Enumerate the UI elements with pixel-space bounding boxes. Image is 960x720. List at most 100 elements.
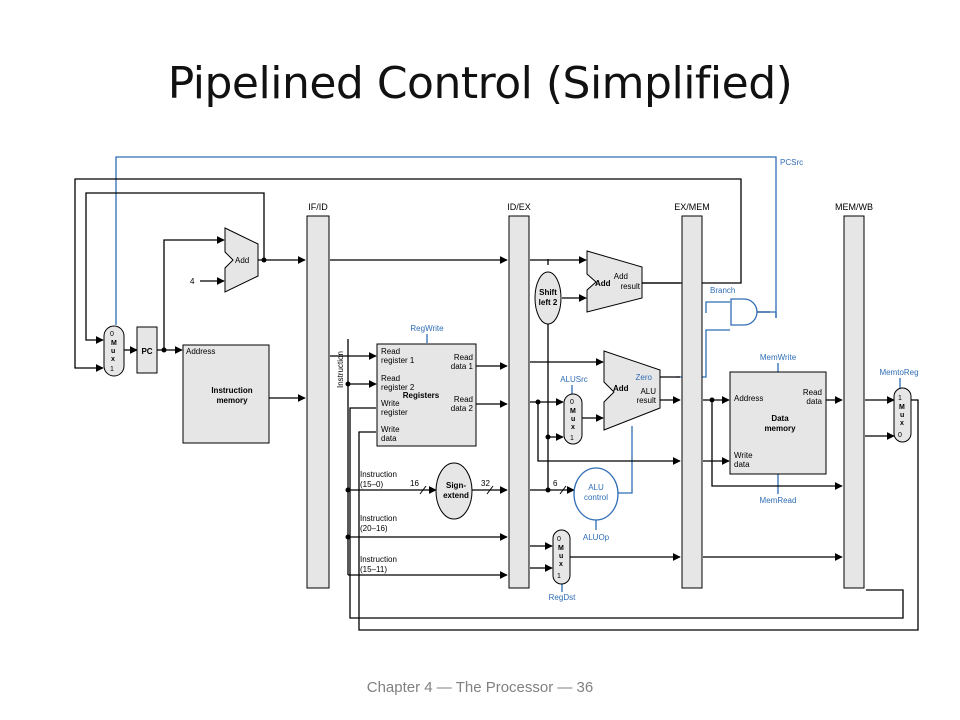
svg-text:data 2: data 2 [451, 404, 474, 413]
svg-text:M: M [558, 545, 564, 552]
svg-text:1: 1 [557, 573, 561, 580]
ifid-label: IF/ID [308, 202, 328, 212]
pipeline-registers: IF/ID ID/EX EX/MEM MEM/WB [306, 202, 873, 589]
svg-text:data: data [806, 397, 822, 406]
aluop-label: ALUOp [583, 533, 610, 542]
data-memory: Address Read data Data memory Write data [729, 371, 827, 475]
pcsrc-label: PCSrc [780, 158, 803, 167]
wire-adder-loop [85, 192, 265, 344]
memtoreg-label: MemtoReg [879, 368, 918, 377]
svg-text:data 1: data 1 [451, 362, 474, 371]
alu-control: ALU control [573, 467, 619, 521]
wire-junctions [161, 257, 715, 540]
ifid-register [306, 215, 330, 589]
svg-text:(20–16): (20–16) [360, 524, 388, 533]
svg-text:Write: Write [381, 399, 400, 408]
svg-text:u: u [900, 412, 904, 419]
svg-text:u: u [111, 348, 115, 355]
svg-text:Write: Write [381, 425, 400, 434]
svg-text:Read: Read [454, 395, 473, 404]
svg-text:Read: Read [381, 347, 400, 356]
svg-text:register 1: register 1 [381, 356, 415, 365]
slide-title: Pipelined Control (Simplified) [167, 58, 793, 109]
svg-text:Read: Read [381, 374, 400, 383]
wire-branch-target-loop [74, 178, 742, 372]
svg-text:left 2: left 2 [539, 298, 558, 307]
svg-text:M: M [111, 340, 117, 347]
svg-text:data: data [734, 460, 750, 469]
svg-text:Sign-: Sign- [446, 481, 466, 490]
bus-width-6: 6 [553, 479, 558, 488]
svg-text:(15–11): (15–11) [360, 565, 387, 574]
branch-and-gate [730, 298, 777, 326]
svg-text:memory: memory [764, 424, 796, 433]
pcsrc-wire [115, 156, 777, 325]
regwrite-label: RegWrite [410, 324, 444, 333]
svg-text:Instruction: Instruction [211, 386, 252, 395]
svg-text:1: 1 [898, 395, 902, 402]
svg-text:Read: Read [454, 353, 473, 362]
shift-left-2: Shift left 2 [534, 271, 562, 325]
svg-text:Add: Add [613, 384, 629, 393]
pc-mux: 0 M u x 1 [103, 325, 125, 377]
wire-rd2-to-exmem [537, 402, 681, 465]
instruction-memory: Address Instruction memory [182, 344, 270, 444]
svg-text:0: 0 [557, 536, 561, 543]
memtoreg-mux: 1 M u x 0 [893, 387, 912, 443]
alusrc-label: ALUSrc [560, 375, 588, 384]
slide-footer: Chapter 4 — The Processor — 36 [366, 679, 594, 696]
pc-adder: Add [224, 227, 259, 293]
svg-text:register: register [381, 408, 408, 417]
datapath-wires [74, 178, 919, 631]
idex-register [508, 215, 530, 589]
svg-text:Instruction: Instruction [360, 514, 397, 523]
svg-text:result: result [620, 282, 640, 291]
svg-text:x: x [571, 424, 575, 431]
wire-exmem-addr-bypass [711, 400, 843, 490]
svg-text:Address: Address [186, 347, 215, 356]
svg-text:0: 0 [110, 331, 114, 338]
alusrc-mux: 0 M u x 1 [563, 393, 583, 445]
memwb-register [843, 215, 865, 589]
svg-text:1: 1 [570, 435, 574, 442]
svg-text:ALU: ALU [640, 387, 656, 396]
bus-slash-16 [419, 485, 427, 495]
memwrite-label: MemWrite [760, 353, 797, 362]
wire-wb-writedata [358, 399, 919, 631]
wire-pc-to-adder [163, 236, 225, 350]
svg-text:PC: PC [141, 347, 152, 356]
svg-text:x: x [900, 420, 904, 427]
svg-text:extend: extend [443, 491, 469, 500]
svg-text:Instruction: Instruction [360, 470, 397, 479]
svg-text:Add: Add [235, 256, 249, 265]
branch-wire [705, 301, 730, 313]
svg-text:control: control [584, 493, 608, 502]
branch-adder: Add Add result [586, 250, 643, 313]
bus-slash-32 [486, 485, 494, 495]
bus-width-32: 32 [481, 479, 490, 488]
exmem-register [681, 215, 703, 589]
register-file: Read register 1 Read register 2 Write re… [376, 343, 477, 447]
svg-text:Write: Write [734, 451, 753, 460]
svg-text:u: u [571, 416, 575, 423]
svg-text:Data: Data [771, 414, 789, 423]
svg-text:data: data [381, 434, 397, 443]
svg-text:result: result [636, 396, 656, 405]
bus-width-16: 16 [410, 479, 419, 488]
svg-text:1: 1 [110, 366, 114, 373]
wire-wb-writereg [349, 407, 904, 619]
svg-text:Add: Add [614, 272, 628, 281]
memread-label: MemRead [760, 496, 797, 505]
svg-text:Shift: Shift [539, 288, 557, 297]
svg-text:Address: Address [734, 394, 763, 403]
idex-label: ID/EX [507, 202, 531, 212]
instruction-field-labels: Instruction (15–0) Instruction (20–16) I… [360, 470, 397, 574]
bus-slash-6 [559, 485, 567, 495]
svg-text:memory: memory [216, 396, 248, 405]
branch-label: Branch [710, 286, 735, 295]
svg-text:Read: Read [803, 388, 822, 397]
alu: Add Zero ALU result [603, 350, 661, 431]
svg-text:u: u [559, 553, 563, 560]
svg-text:x: x [559, 561, 563, 568]
